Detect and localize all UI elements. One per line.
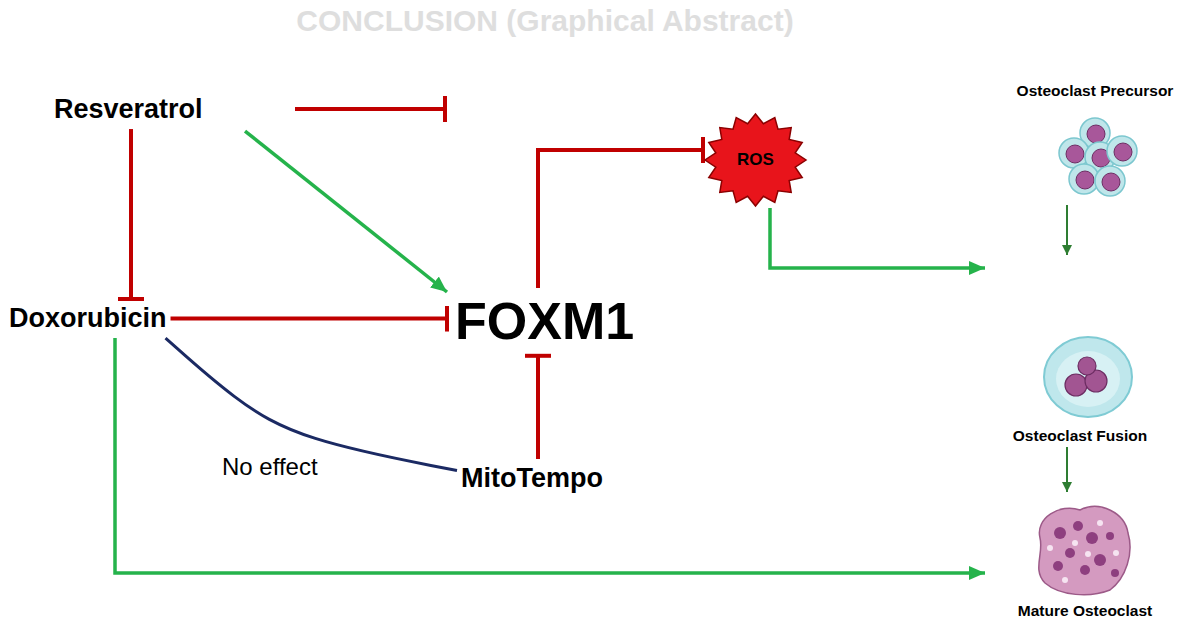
- cell-nucleus: [1065, 374, 1087, 396]
- cell-stage: Osteoclast Fusion: [985, 255, 1175, 447]
- cell-vacuole: [1097, 520, 1103, 526]
- inhibition-connector: [536, 356, 540, 459]
- cell-illustration: [1050, 115, 1140, 201]
- cell-stage: Mature Osteoclast: [985, 492, 1185, 622]
- agent-label: Resveratrol: [50, 90, 207, 129]
- cell-nucleus: [1076, 171, 1094, 189]
- cell-nucleus: [1080, 565, 1090, 575]
- edge-label-box: No effect: [220, 452, 320, 482]
- cell-vacuole: [1062, 577, 1068, 583]
- cell-vacuole: [1047, 545, 1053, 551]
- node-label: ROS: [737, 150, 774, 170]
- cell-nucleus: [1114, 143, 1132, 161]
- cell-nucleus: [1086, 532, 1098, 544]
- ros-star: ROS: [703, 112, 808, 208]
- activation-connector: [245, 131, 447, 292]
- cell-nucleus: [1053, 561, 1063, 571]
- cell-body: [1044, 337, 1132, 417]
- title: CONCLUSION (Graphical Abstract): [0, 4, 1090, 38]
- edge-label: No effect: [220, 452, 320, 482]
- cell-nucleus: [1078, 357, 1096, 375]
- inhibition-connector: [171, 317, 447, 321]
- cell-nucleus: [1073, 521, 1083, 531]
- inhibition-connector: [129, 129, 133, 299]
- cell-nucleus: [1094, 554, 1106, 566]
- node-text: MitoTempo: [461, 463, 603, 494]
- stage-arrow: [1066, 205, 1068, 255]
- agent-label: MitoTempo: [457, 459, 607, 498]
- cell-nucleus: [1102, 173, 1120, 191]
- inhibition-line: [295, 107, 445, 111]
- inhibition-connector: [538, 150, 703, 288]
- cell-nucleus: [1087, 125, 1105, 143]
- activation-connector: [770, 208, 985, 268]
- star-shape: [705, 114, 806, 206]
- cell-vacuole: [1072, 540, 1078, 546]
- node-label: Mature Osteoclast: [1018, 602, 1152, 620]
- cell-illustration: [1030, 498, 1135, 598]
- cell-vacuole: [1085, 551, 1091, 557]
- cell-body: [1095, 166, 1125, 196]
- cell-nucleus: [1066, 145, 1084, 163]
- target-label: FOXM1: [447, 288, 642, 356]
- activation-connector: [115, 338, 985, 573]
- cell-body: [1039, 507, 1130, 595]
- title-box: CONCLUSION (Graphical Abstract): [0, 4, 1090, 38]
- agent-label: Doxorubicin: [5, 299, 171, 338]
- cell-nucleus: [1111, 569, 1119, 577]
- cell-illustration: [1040, 333, 1136, 423]
- inhibition-bar: [443, 96, 447, 122]
- cell-body: [1107, 136, 1137, 166]
- node-label: Osteoclast Fusion: [1013, 427, 1147, 445]
- node-text: Resveratrol: [54, 94, 203, 125]
- no-effect-connector: [166, 338, 457, 470]
- stage-arrow: [1066, 447, 1068, 492]
- cell-nucleus: [1106, 532, 1114, 540]
- cell-stage: Osteoclast Precursor: [1005, 80, 1185, 205]
- node-text: Doxorubicin: [9, 303, 167, 334]
- cell-nucleus: [1054, 527, 1066, 539]
- cell-cytoplasm: [1056, 351, 1120, 407]
- cell-vacuole: [1113, 550, 1119, 556]
- cell-nucleus: [1065, 548, 1075, 558]
- node-label: Osteoclast Precursor: [1017, 82, 1174, 100]
- node-text: FOXM1: [455, 292, 634, 352]
